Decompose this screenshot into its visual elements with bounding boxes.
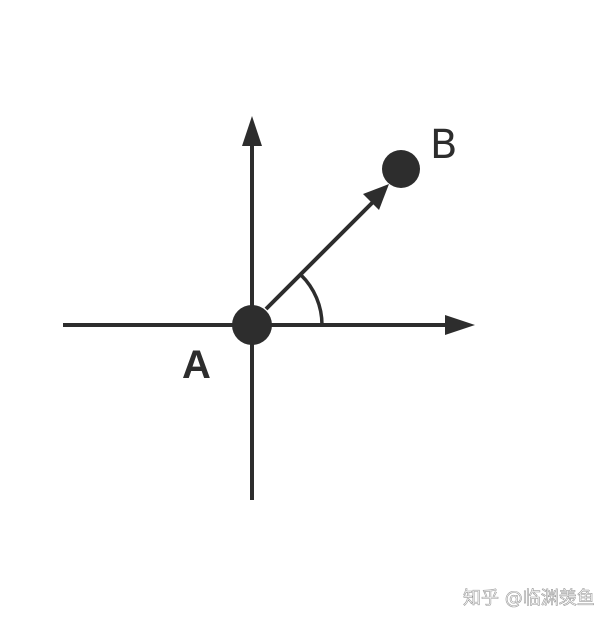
x-axis-arrowhead-icon (445, 315, 475, 335)
point-a-label: A (182, 343, 211, 387)
vector-arrowhead-icon (363, 184, 389, 210)
point-b (382, 150, 420, 188)
angle-arc (299, 273, 324, 326)
point-b-label: B (430, 122, 457, 168)
point-a (232, 305, 272, 345)
vector-a-to-b (264, 198, 377, 311)
y-axis-arrowhead-icon (242, 116, 262, 146)
watermark-text: 知乎 @临渊羡鱼 (463, 588, 595, 609)
